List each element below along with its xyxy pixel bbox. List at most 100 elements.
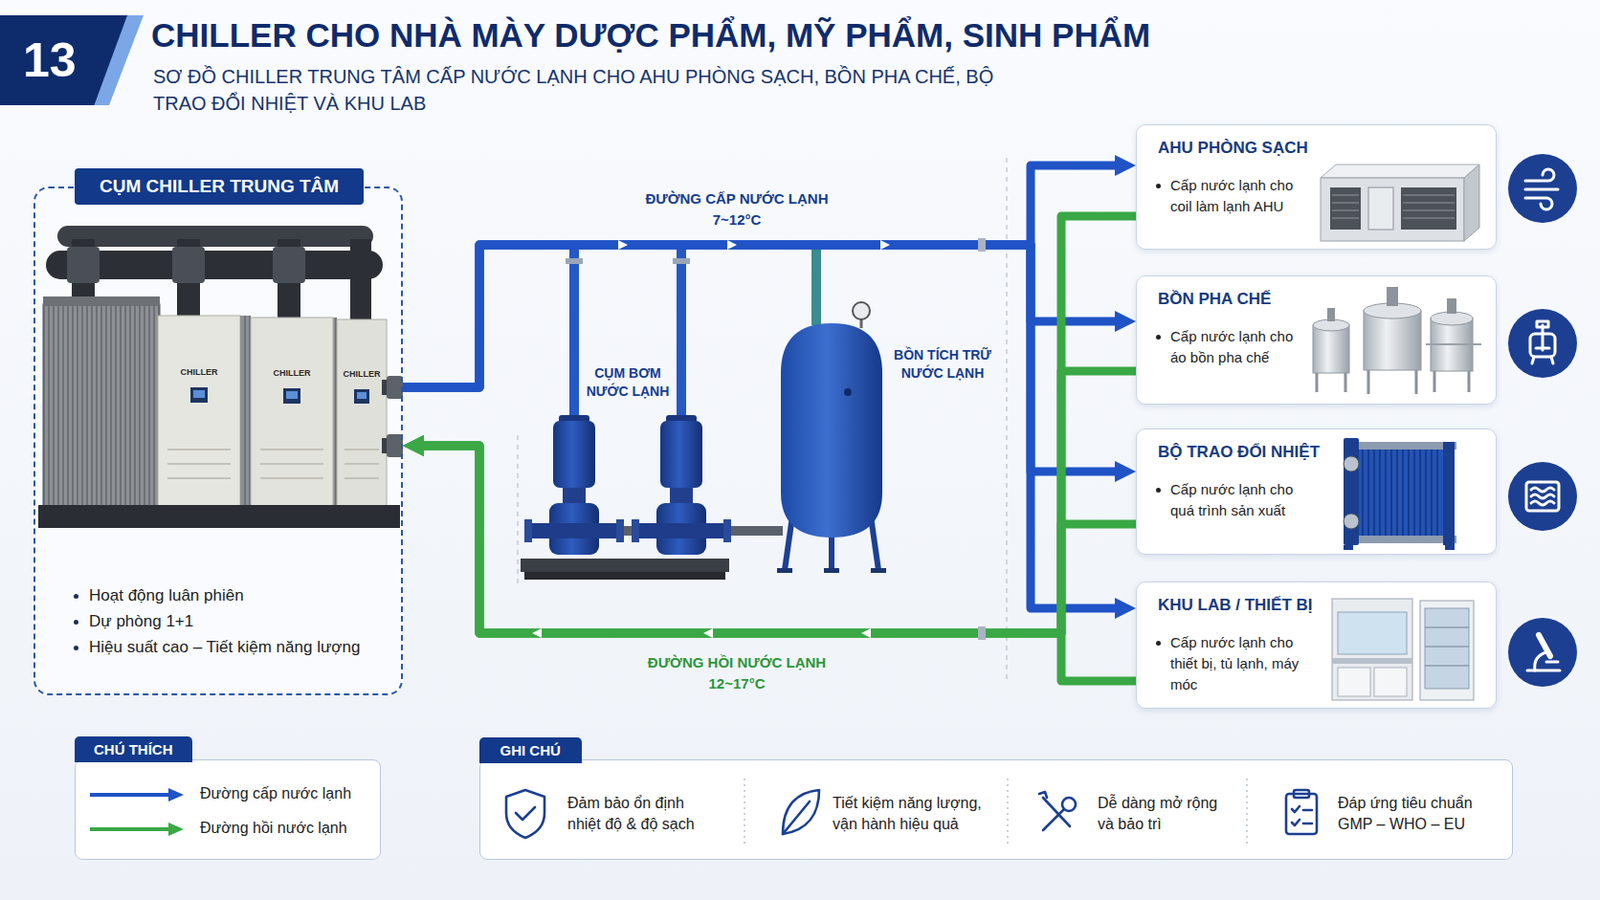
- chiller-units-part: [38, 505, 400, 529]
- chiller-node: CỤM CHILLER TRUNG TÂMHoạt động luân phiê…: [33, 186, 403, 696]
- pump-set-part: [635, 523, 728, 539]
- heat-exchanger: [1343, 438, 1457, 551]
- mixing-tanks-part-part: [1367, 368, 1371, 395]
- part-name: BỒN TÍCH TRỮ NƯỚC LẠNH: [886, 346, 1000, 383]
- chiller-units-part-part: [344, 463, 379, 466]
- unit-label-wrap: CHILLER: [337, 369, 386, 380]
- ahu-unit: [1320, 164, 1480, 242]
- lab-equipment-part-part: [1424, 665, 1469, 667]
- ahu-unit-part: [1464, 164, 1480, 242]
- unit-label: CHILLER: [172, 367, 226, 378]
- mixing-tanks-part-part: [1433, 369, 1437, 393]
- chiller-units-part: [272, 246, 306, 284]
- heat-exchanger-part-part: [1373, 449, 1376, 536]
- diagram-subtitle: SƠ ĐỒ CHILLER TRUNG TÂM CẤP NƯỚC LẠNH CH…: [153, 63, 996, 117]
- legend-samples-part: [89, 793, 171, 798]
- title-wrap: CHILLER CHO NHÀ MÀY DƯỢC PHẨM, MỸ PHẨM, …: [151, 16, 1151, 55]
- pipe-connector: [402, 244, 1123, 388]
- chiller-units-part-part: [167, 463, 231, 466]
- bullet-dot: [1155, 641, 1161, 646]
- chiller-units-part-part: [260, 448, 324, 451]
- pipe-label: ĐƯỜNG CẤP NƯỚC LẠNH: [626, 188, 847, 210]
- mixing-tanks-part-part: [1344, 371, 1348, 393]
- ahu-unit-part: [1332, 195, 1455, 219]
- part-name-wrap: CỤM BƠM NƯỚC LẠNH: [580, 364, 675, 401]
- chiller-units-part: [386, 434, 403, 458]
- ahu-unit-part-part: [1402, 201, 1455, 204]
- heat-exchanger-part: [1356, 449, 1444, 536]
- ahu-unit-part-part: [1332, 194, 1359, 197]
- bullet-dot: [73, 594, 79, 600]
- pipe-connector: [416, 445, 1136, 634]
- heat-exchanger-part-part: [1407, 449, 1410, 536]
- side-icons-part: [1508, 309, 1578, 378]
- side-icons-part: [1508, 154, 1578, 223]
- lab-equipment: [1332, 599, 1474, 701]
- temperature-label: 7~12°C: [684, 209, 790, 231]
- note-icons-part: [1291, 806, 1300, 813]
- note-item: Đáp ứng tiêu chuẩn GMP – WHO – EU: [1337, 793, 1482, 836]
- heat-exchanger-part: [1444, 545, 1455, 551]
- note-icons-part: [515, 807, 535, 821]
- note-icons-part: [1293, 790, 1310, 799]
- heat-exchanger-part-part: [1390, 449, 1393, 536]
- storage-tank-part: [780, 323, 883, 538]
- pipe-connector: [402, 165, 1123, 388]
- chiller-units-part-part: [344, 477, 379, 480]
- box-body: Cấp nước lạnh cho thiết bị, tủ lạnh, máy…: [1170, 632, 1305, 696]
- side-icons-part: [1508, 618, 1578, 688]
- note-icons-part: [1303, 809, 1312, 813]
- pump-set-part: [616, 519, 624, 543]
- group-heading: CỤM CHILLER TRUNG TÂM: [74, 168, 364, 205]
- pump-set-part: [553, 421, 596, 489]
- mixing-tanks: [1312, 287, 1482, 395]
- panel-grounds-part: [1135, 275, 1497, 405]
- ahu-unit-part-part: [1402, 194, 1455, 197]
- pump-set-part: [676, 244, 687, 423]
- panel-grounds-part: [1135, 124, 1497, 250]
- pipe-connector: [402, 244, 1123, 472]
- legend-text: Đường hồi nước lạnh: [200, 819, 348, 839]
- legend-row: Đường cấp nước lạnh: [200, 784, 352, 804]
- side-icons-part-part: [1541, 325, 1545, 351]
- heat-exchanger-part-part: [1419, 449, 1422, 536]
- load-node: BỘ TRAO ĐỔI NHIỆTCấp nước lạnh cho quá t…: [1135, 428, 1497, 556]
- mixing-tanks-part: [1327, 308, 1335, 322]
- legend-title-wrap: CHÚ THÍCH: [74, 736, 193, 763]
- flow-arrows-part: [532, 628, 542, 639]
- side-icons: [1508, 154, 1578, 688]
- ghi-node: GHI CHÚĐảm bảo ổn định nhiệt độ & độ sạc…: [479, 759, 1513, 861]
- chiller-units-part: [386, 376, 403, 400]
- chiller-units-part: [172, 246, 205, 284]
- ahu-unit-part-part: [1402, 217, 1455, 220]
- legend-box: Đường cấp nước lạnhĐường hồi nước lạnh: [74, 759, 381, 861]
- legend-row: Đường hồi nước lạnh: [200, 819, 348, 839]
- side-icons-part-part: [1536, 321, 1549, 328]
- storage-tank-part: [777, 568, 793, 574]
- bullet-item: Cấp nước lạnh cho áo bồn pha chế: [1155, 326, 1496, 369]
- unit-label: CHILLER: [265, 368, 319, 379]
- note-icons-part: [1062, 798, 1076, 812]
- box-heading: BỒN PHA CHẾ: [1157, 289, 1271, 310]
- heat-exchanger-part: [1343, 545, 1354, 551]
- heat-exchanger-part-part: [1436, 449, 1439, 536]
- panel-grounds-part: [479, 759, 1513, 861]
- side-icons-part-part: [1534, 652, 1547, 671]
- note-icons-part: [1291, 820, 1300, 826]
- side-icons-part-part: [1531, 494, 1555, 499]
- storage-tank-part: [784, 516, 793, 571]
- diagram-title: CHILLER CHO NHÀ MÀY DƯỢC PHẨM, MỸ PHẨM, …: [151, 16, 1151, 54]
- mixing-tanks-part: [1312, 325, 1350, 374]
- box-heading: BỘ TRAO ĐỔI NHIỆT: [1157, 443, 1320, 463]
- note-icons-part: [1303, 822, 1312, 826]
- note-icons-part: [1043, 810, 1064, 831]
- ahu-unit-part-part: [1332, 209, 1359, 212]
- legend-samples-part: [168, 822, 184, 837]
- pump-set-part: [672, 258, 690, 265]
- side-icons-part-part: [1551, 356, 1554, 364]
- lab-equipment-part-part: [1424, 626, 1469, 629]
- side-icons-part-part: [1531, 488, 1555, 492]
- pump-set-part: [562, 488, 586, 504]
- legend-text: Đường cấp nước lạnh: [200, 784, 352, 804]
- note-separators-part: [1006, 778, 1009, 846]
